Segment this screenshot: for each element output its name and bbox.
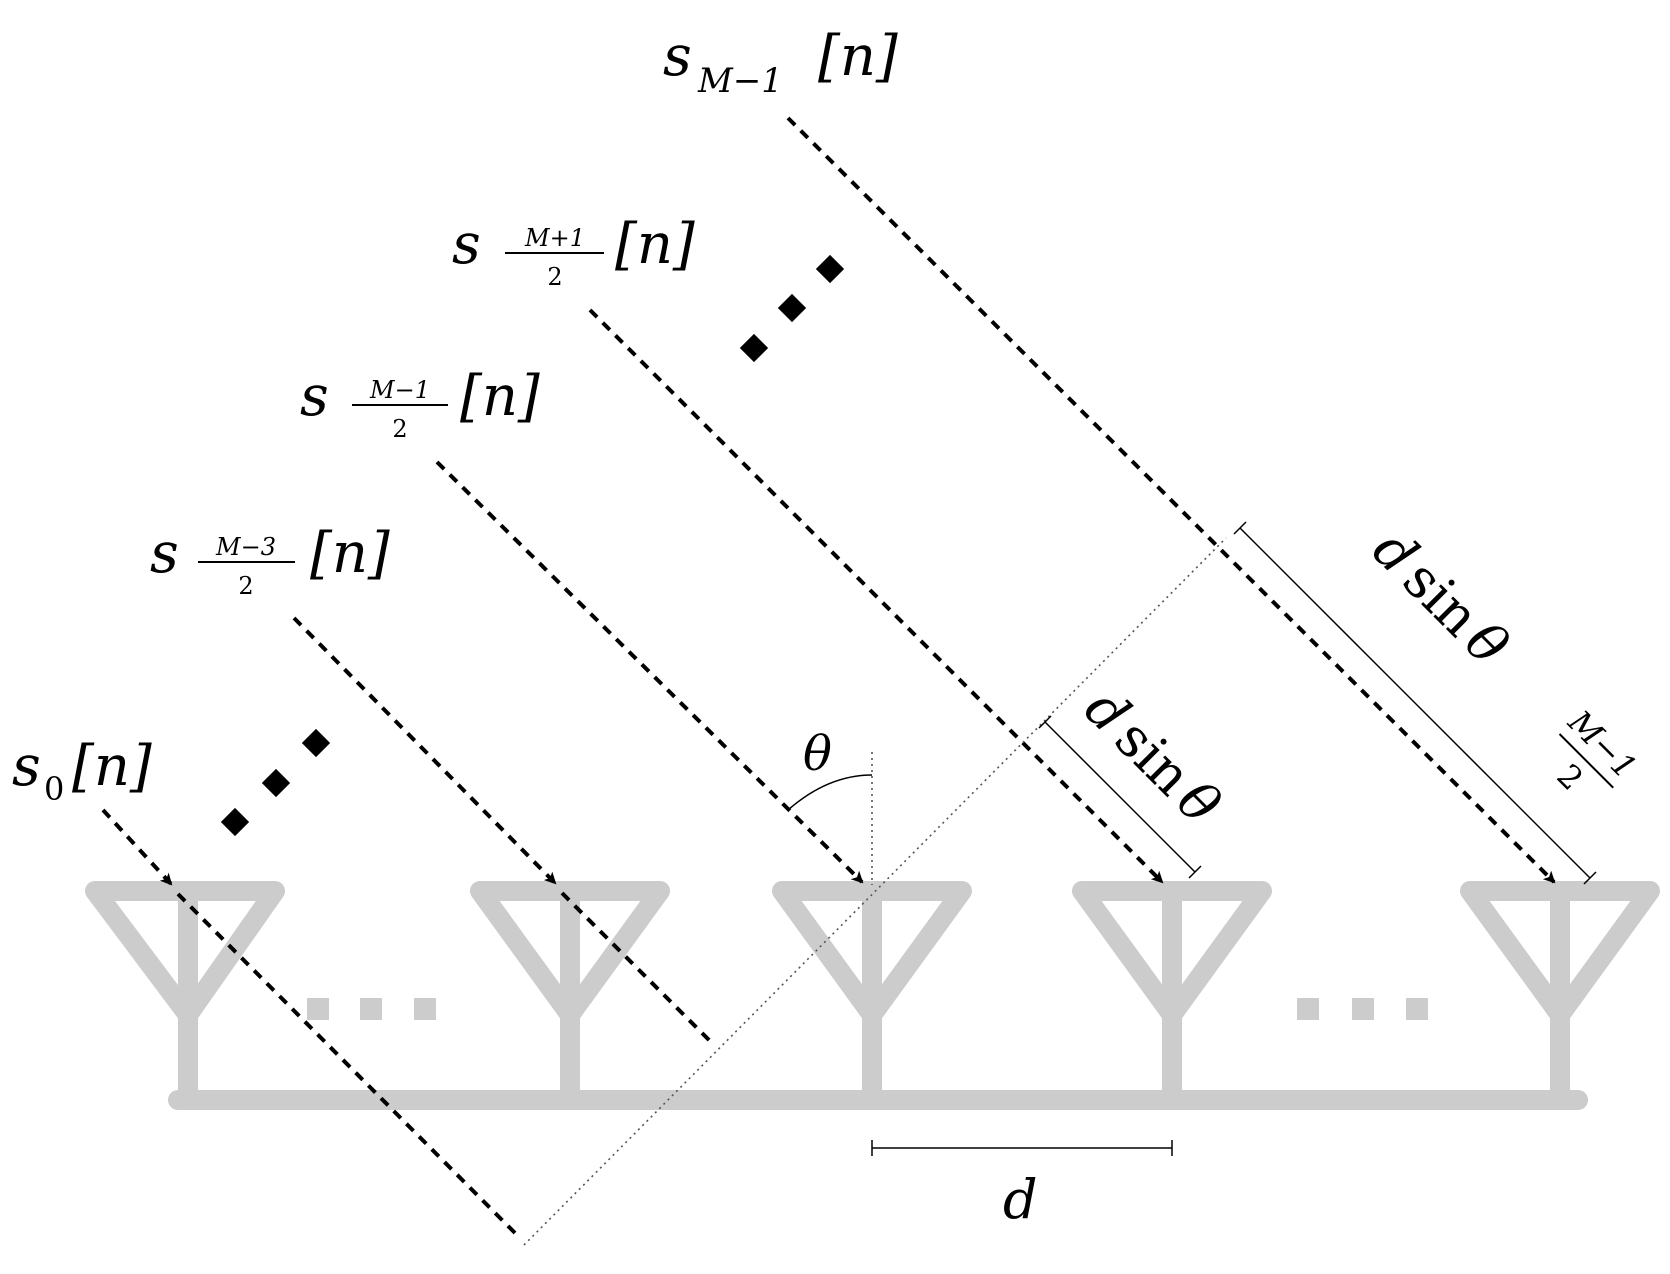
svg-text:[n]: [n]: [310, 521, 390, 586]
antenna-element-0: [85, 881, 285, 1110]
svg-text:2: 2: [238, 572, 253, 600]
svg-text:s: s: [300, 364, 329, 429]
max-path-difference-label: dsinθ M−1 2: [1361, 518, 1645, 798]
svg-text:dsinθ: dsinθ: [1073, 677, 1233, 837]
spacing-label: d: [1003, 1168, 1038, 1231]
array-ellipsis-left: [307, 998, 436, 1020]
svg-text:2: 2: [1549, 757, 1590, 798]
source-label-s-last: s M−1 [n]: [663, 24, 898, 101]
source-label-s-p1: s M+1 2 [n]: [452, 212, 695, 291]
svg-text:[n]: [n]: [615, 212, 695, 277]
source-ellipsis-upper: [739, 254, 845, 363]
wavefront-line: [523, 537, 1227, 1246]
svg-text:2: 2: [392, 415, 407, 443]
source-ellipsis-lower: [220, 728, 331, 837]
svg-text:s: s: [452, 212, 481, 277]
svg-text:dsinθ: dsinθ: [1361, 518, 1521, 678]
theta-label: θ: [803, 726, 832, 782]
spacing-dimension: [871, 1140, 1173, 1156]
svg-text:s: s: [663, 24, 692, 89]
antenna-element-4: [1460, 881, 1660, 1110]
svg-text:M−3: M−3: [215, 533, 276, 561]
wave-path-0: [101, 808, 173, 886]
angle-arc: [787, 774, 873, 811]
source-label-s-m1: s M−1 2 [n]: [300, 364, 540, 443]
svg-text:s: s: [150, 521, 179, 586]
antenna-element-1: [470, 881, 670, 1110]
path-difference-label: dsinθ: [1073, 677, 1233, 837]
wave-path-last: [786, 116, 1556, 884]
wave-path-m1: [435, 460, 864, 884]
max-path-difference-dimension: [1233, 521, 1597, 885]
incoming-wave-paths: [101, 116, 1556, 1235]
svg-text:0: 0: [44, 770, 64, 808]
source-label-s0: s 0 [n]: [12, 734, 152, 808]
wave-path-m3: [292, 616, 557, 885]
antenna-array: [85, 881, 1660, 1110]
svg-text:s: s: [12, 734, 41, 799]
svg-text:M−1: M−1: [697, 61, 783, 101]
svg-text:2: 2: [547, 263, 562, 291]
svg-text:[n]: [n]: [460, 364, 540, 429]
antenna-element-2: [772, 881, 972, 1110]
svg-text:M+1: M+1: [524, 224, 585, 252]
array-ellipsis-right: [1297, 998, 1428, 1020]
wave-path-p1: [588, 308, 1164, 884]
svg-text:[n]: [n]: [72, 734, 152, 799]
source-label-s-m3: s M−3 2 [n]: [150, 521, 390, 600]
path-difference-dimension: [1038, 715, 1202, 879]
svg-text:[n]: [n]: [818, 24, 898, 89]
antenna-element-3: [1072, 881, 1272, 1110]
svg-text:M−1: M−1: [369, 376, 430, 404]
